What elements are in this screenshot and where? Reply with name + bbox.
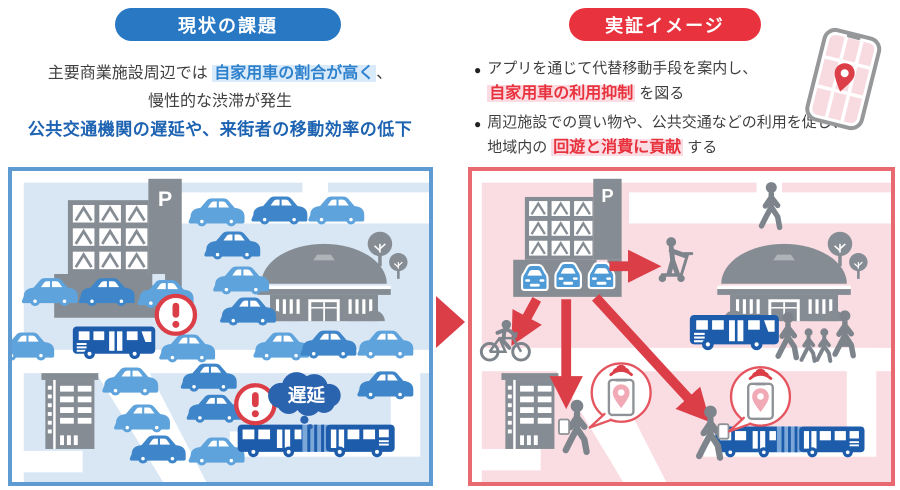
delay-bubble: 遅延 bbox=[268, 372, 341, 430]
tree-icon bbox=[848, 252, 869, 280]
solution-summary: ● アプリを通じて代替移動手段を案内し、 自家用車の利用抑制を図る ● 周辺施設… bbox=[474, 57, 882, 165]
problem-line2: 慢性的な渋滞が発生 bbox=[147, 92, 292, 110]
office-building-icon bbox=[41, 373, 99, 449]
problem-line1: 主要商業施設周辺では 自家用車の割合が高く、 bbox=[47, 65, 393, 82]
problem-map-illustration: 遅延 bbox=[12, 171, 429, 482]
car-icon bbox=[300, 330, 357, 359]
car-icon bbox=[204, 231, 261, 260]
car-icon bbox=[357, 330, 414, 359]
solution-map-panel bbox=[468, 167, 895, 486]
solution-item-2: ● 周辺施設での買い物や、公共交通などの利用を促し、 地域内の回遊と消費に貢献す… bbox=[474, 111, 882, 160]
delay-label: 遅延 bbox=[288, 384, 326, 405]
arena-building-icon bbox=[257, 243, 391, 322]
arrow-to-bus bbox=[592, 294, 711, 423]
alert-icon bbox=[157, 296, 195, 334]
parked-car-icon bbox=[554, 261, 582, 290]
car-icon bbox=[220, 297, 276, 326]
solution-badge: 実証イメージ bbox=[569, 8, 761, 41]
walking-app-user-icon bbox=[558, 400, 587, 452]
tree-icon bbox=[388, 252, 409, 280]
arena-building-icon bbox=[717, 243, 851, 322]
transition-arrow-icon bbox=[436, 296, 465, 348]
modal-shift-arrows bbox=[511, 249, 711, 423]
car-icon bbox=[12, 332, 55, 361]
solution-highlight-2: 回遊と消費に貢献 bbox=[551, 138, 684, 156]
problem-badge: 現状の課題 bbox=[115, 8, 341, 41]
bullet-icon: ● bbox=[474, 63, 482, 77]
alert-icon bbox=[236, 385, 274, 423]
app-phone-icon bbox=[805, 27, 882, 131]
problem-highlight: 自家用車の割合が高く bbox=[212, 65, 377, 82]
car-icon bbox=[186, 394, 243, 423]
car-icon bbox=[159, 334, 216, 363]
bus-icon bbox=[689, 314, 779, 351]
solution-map-illustration bbox=[472, 171, 891, 482]
parked-car-icon bbox=[520, 263, 549, 292]
car-icon bbox=[213, 266, 270, 295]
app-guidance-bubble-icon bbox=[588, 361, 653, 430]
office-building-icon bbox=[501, 373, 559, 449]
solution-highlight-1: 自家用車の利用抑制 bbox=[487, 84, 636, 102]
problem-summary: 主要商業施設周辺では 自家用車の割合が高く、 慢性的な渋滞が発生 公共交通機関の… bbox=[6, 60, 434, 144]
bullet-icon: ● bbox=[474, 116, 482, 131]
arrow-to-cyclist bbox=[511, 296, 542, 346]
scooter-rider-icon bbox=[659, 237, 692, 282]
car-icon bbox=[253, 332, 310, 361]
problem-line3: 公共交通機関の遅延や、来街者の移動効率の低下 bbox=[27, 120, 413, 140]
solution-item-1: ● アプリを通じて代替移動手段を案内し、 自家用車の利用抑制を図る bbox=[474, 57, 882, 106]
problem-map-panel: 遅延 bbox=[8, 167, 433, 486]
app-guidance-bubble-icon bbox=[727, 365, 792, 433]
family-icons bbox=[778, 310, 853, 363]
